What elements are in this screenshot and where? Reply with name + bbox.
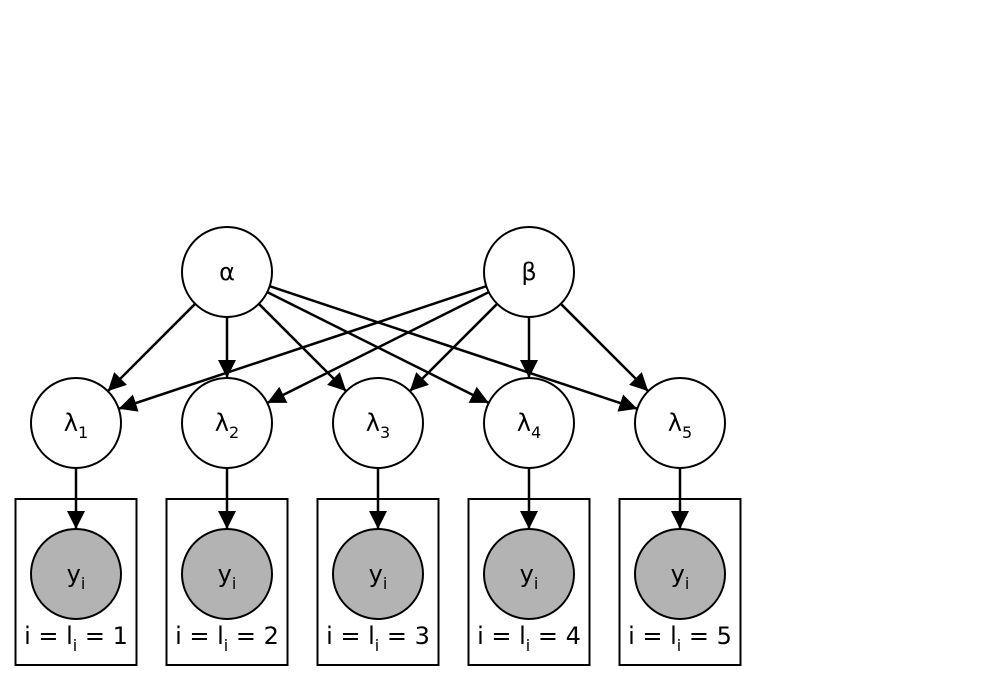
edge-beta-to-lambda-3 — [408, 302, 499, 393]
node-observed-y-5-label: yi — [671, 560, 690, 593]
node-beta-label: β — [521, 258, 536, 286]
node-lambda-3-label: λ3 — [366, 409, 390, 442]
edge-alpha-to-lambda-1 — [106, 302, 197, 393]
node-observed-y-3: yi — [332, 528, 424, 620]
node-observed-y-1-circle — [30, 528, 122, 620]
plate-label: i = li = 1 — [24, 622, 128, 655]
node-lambda-1: λ1 — [30, 377, 122, 469]
plates-layer: i = li = 1 i = li = 2 i = li = 3 i = li = 4… — [14, 498, 742, 666]
plate-label: i = li = 4 — [477, 622, 581, 655]
node-observed-y-3-label: yi — [369, 560, 388, 593]
node-lambda-1-label: λ1 — [64, 409, 88, 442]
node-beta-circle — [483, 226, 575, 318]
node-lambda-5-label: λ5 — [668, 409, 692, 442]
node-observed-y-4: yi — [483, 528, 575, 620]
plate-label: i = li = 2 — [175, 622, 279, 655]
node-observed-y-1: yi — [30, 528, 122, 620]
node-observed-y-3-circle — [332, 528, 424, 620]
node-lambda-2-circle — [181, 377, 273, 469]
plate-label: i = li = 3 — [326, 622, 430, 655]
node-observed-y-2-label: yi — [218, 560, 237, 593]
plate-1: i = li = 1 — [14, 498, 138, 666]
node-lambda-2: λ2 — [181, 377, 273, 469]
node-alpha-label: α — [219, 258, 235, 286]
plate-4: i = li = 4 — [467, 498, 591, 666]
node-observed-y-4-label: yi — [520, 560, 539, 593]
node-observed-y-5-circle — [634, 528, 726, 620]
node-lambda-1-circle — [30, 377, 122, 469]
edge-beta-to-lambda-5 — [559, 302, 650, 393]
node-alpha: α — [181, 226, 273, 318]
node-lambda-5: λ5 — [634, 377, 726, 469]
node-observed-y-2: yi — [181, 528, 273, 620]
plate-label: i = li = 5 — [628, 622, 732, 655]
node-observed-y-2-circle — [181, 528, 273, 620]
plate-5: i = li = 5 — [618, 498, 742, 666]
edge-beta-to-lambda-2 — [266, 291, 490, 404]
node-observed-y-1-label: yi — [67, 560, 86, 593]
node-beta: β — [483, 226, 575, 318]
node-observed-y-4-circle — [483, 528, 575, 620]
node-lambda-3: λ3 — [332, 377, 424, 469]
node-lambda-4: λ4 — [483, 377, 575, 469]
edge-beta-to-lambda-1 — [118, 285, 487, 412]
node-lambda-2-label: λ2 — [215, 409, 239, 442]
node-alpha-circle — [181, 226, 273, 318]
node-lambda-3-circle — [332, 377, 424, 469]
node-lambda-4-label: λ4 — [517, 409, 541, 442]
node-observed-y-5: yi — [634, 528, 726, 620]
nodes-layer: α β λ1 λ2 λ3 λ4 λ5 yi yi yi yi yi — [30, 226, 726, 620]
node-lambda-4-circle — [483, 377, 575, 469]
edges-layer — [67, 285, 689, 529]
node-lambda-5-circle — [634, 377, 726, 469]
